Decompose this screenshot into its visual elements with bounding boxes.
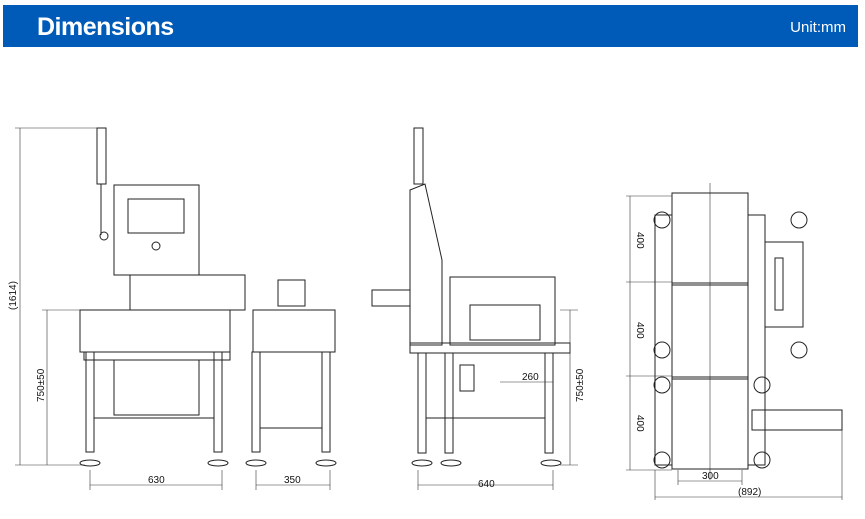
dim-belt-width: 300 xyxy=(702,471,719,482)
top-view: 400 400 400 300 (892) xyxy=(626,183,843,500)
dim-width-side: 350 xyxy=(284,475,301,486)
dim-depth: 640 xyxy=(478,479,495,490)
page-title: Dimensions xyxy=(37,13,174,41)
dim-section-3: 400 xyxy=(634,415,645,432)
dim-section-2: 400 xyxy=(634,322,645,339)
header-bar: Dimensions Unit:mm xyxy=(3,5,858,47)
dim-total-width: (892) xyxy=(738,487,761,498)
unit-label: Unit:mm xyxy=(790,19,846,36)
dim-section-1: 400 xyxy=(634,232,645,249)
dim-conveyor-height-front: 750±50 xyxy=(36,368,47,402)
dim-conveyor-height-side: 750±50 xyxy=(575,368,586,402)
dim-width-main: 630 xyxy=(148,475,165,486)
dim-total-height: (1614) xyxy=(8,281,19,310)
side-view: 640 260 750±50 xyxy=(371,127,586,490)
dim-belt-offset: 260 xyxy=(522,372,539,383)
front-view: (1614) 750±50 630 350 xyxy=(8,127,337,490)
